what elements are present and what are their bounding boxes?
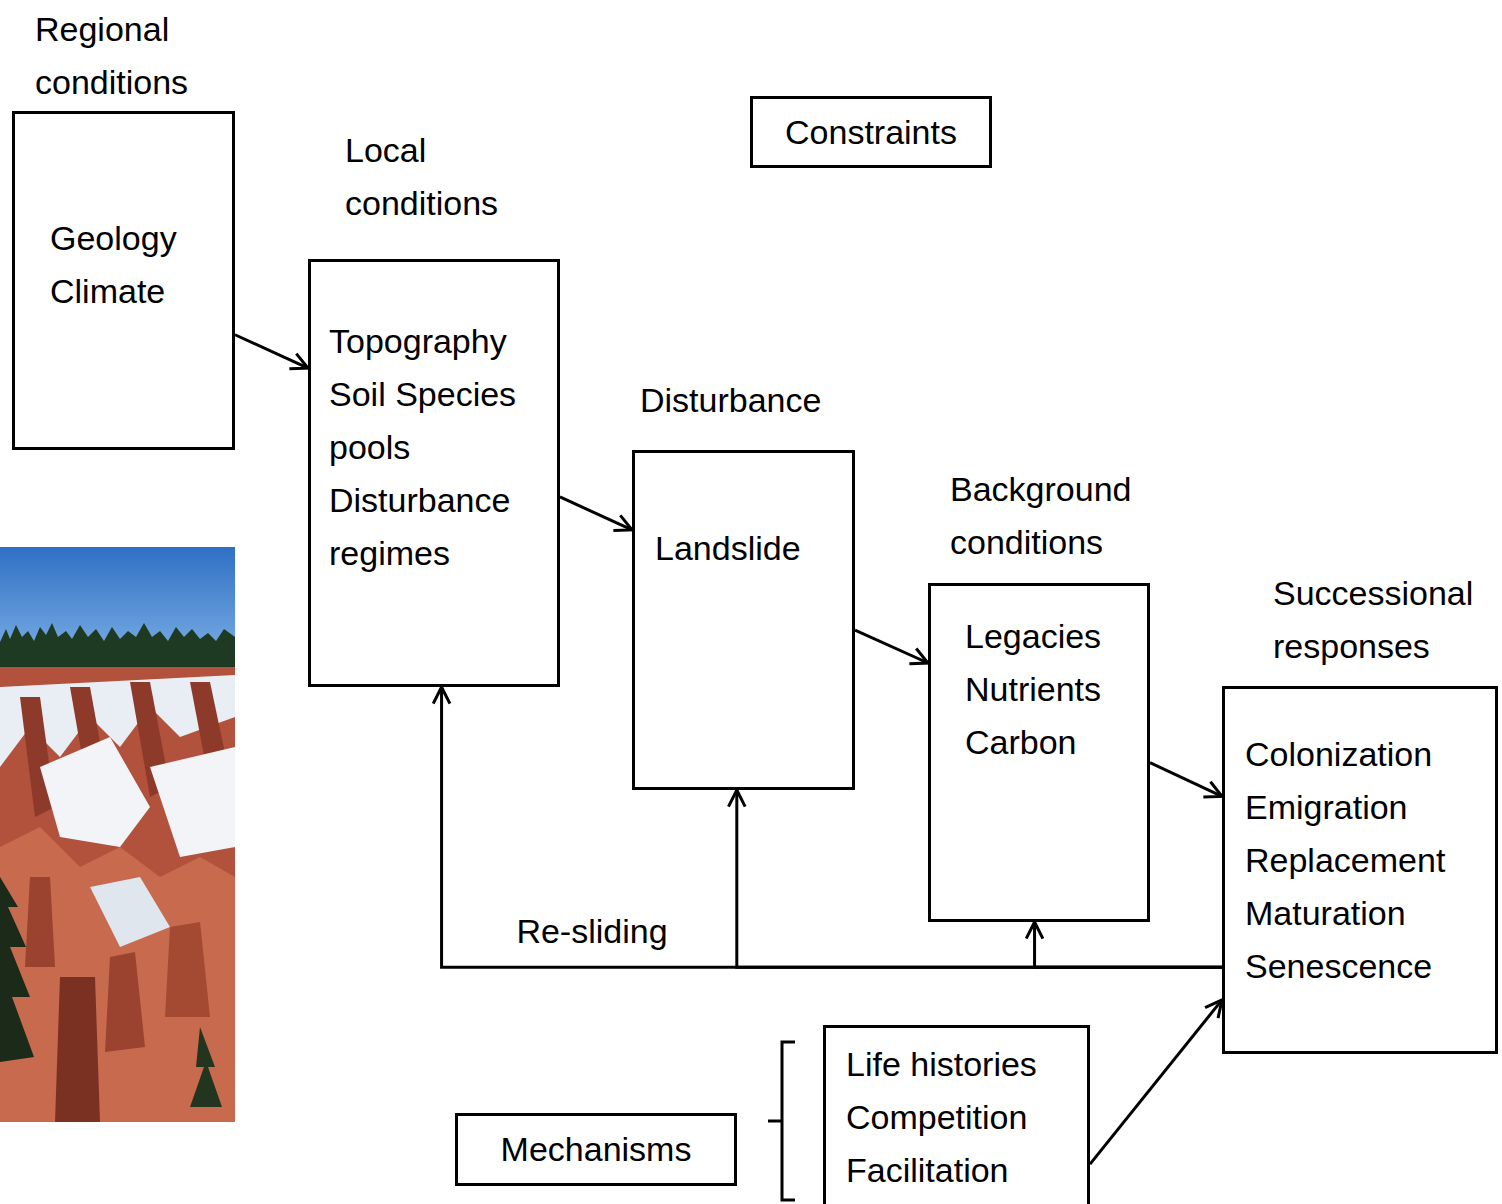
box-body: Geology Climate (15, 114, 220, 318)
mechanism-box: Life histories Competition Facilitation (823, 1025, 1090, 1204)
box-text: Constraints (785, 106, 957, 159)
box-heading: Disturbance (640, 374, 870, 427)
hoodoo-photo (0, 547, 235, 1122)
box-text: Legacies Nutrients Carbon (965, 610, 1135, 769)
box-heading: Local conditions (345, 124, 575, 230)
box-heading: Regional conditions (35, 3, 245, 109)
box-heading: Background conditions (950, 463, 1190, 569)
box-heading: Successional responses (1273, 567, 1501, 673)
flow-arrow (1090, 1000, 1222, 1164)
condition-box: Regional conditionsGeology Climate (12, 111, 235, 450)
box-text: Life histories Competition Facilitation (846, 1038, 1075, 1197)
category-box: Constraints (750, 96, 992, 168)
flow-arrow (1035, 922, 1222, 967)
flow-arrow (855, 630, 928, 663)
box-body: Mechanisms (501, 1123, 692, 1176)
box-body: Legacies Nutrients Carbon (931, 586, 1135, 769)
box-text: Colonization Emigration Replacement Matu… (1245, 728, 1483, 993)
flow-arrow (235, 335, 308, 368)
brace-bracket (768, 1042, 795, 1200)
box-body: Landslide (635, 453, 840, 575)
background-box: Background conditionsLegacies Nutrients … (928, 583, 1150, 922)
disturbance-box: DisturbanceLandslide (632, 450, 855, 790)
condition-box: Local conditionsTopography Soil Species … (308, 259, 560, 687)
box-body: Life histories Competition Facilitation (826, 1028, 1075, 1197)
box-text: Mechanisms (501, 1123, 692, 1176)
flow-arrow (560, 497, 632, 530)
box-body: Constraints (785, 106, 957, 159)
category-box: Mechanisms (455, 1113, 737, 1186)
box-text: Landslide (655, 522, 840, 575)
box-text: Topography Soil Species pools Disturbanc… (329, 315, 545, 580)
box-body: Topography Soil Species pools Disturbanc… (311, 262, 545, 580)
flow-arrow (1150, 763, 1222, 797)
edge-label: Re-sliding (512, 909, 671, 953)
box-body: Colonization Emigration Replacement Matu… (1225, 689, 1483, 993)
response-box: Successional responsesColonization Emigr… (1222, 686, 1498, 1054)
box-text: Geology Climate (50, 212, 220, 318)
